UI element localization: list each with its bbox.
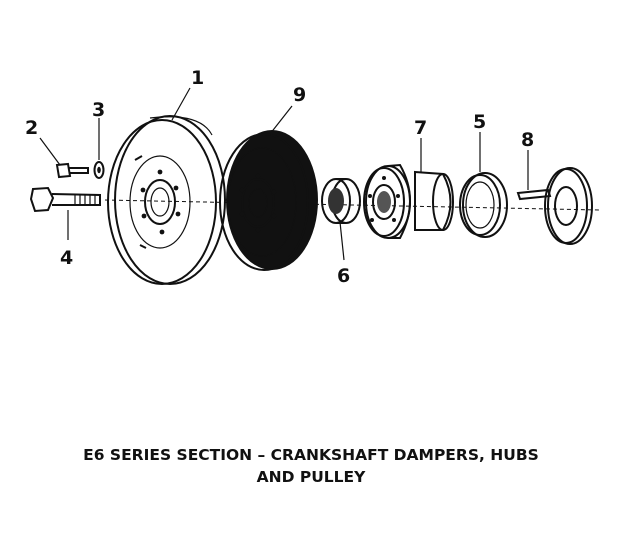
part-3-washer: [93, 161, 105, 179]
callout-5: 5: [473, 111, 486, 133]
callout-3: 3: [92, 99, 105, 121]
callout-2: 2: [25, 117, 38, 139]
caption-line-2: AND PULLEY: [256, 468, 366, 486]
part-2-bolt: [55, 162, 89, 179]
callout-6: 6: [337, 265, 350, 287]
center-axis: [104, 199, 601, 211]
callout-7: 7: [414, 117, 427, 139]
callout-4: 4: [60, 247, 73, 269]
part-9-pulley: [219, 130, 318, 271]
part-1-damper: [107, 115, 226, 285]
part-8-key: [516, 188, 552, 201]
callout-9: 9: [293, 84, 306, 106]
part-4-bolt: [29, 186, 101, 213]
caption-line-1: E6 SERIES SECTION – CRANKSHAFT DAMPERS, …: [83, 446, 539, 464]
leader-lines: [39, 87, 529, 261]
figure-caption: E6 SERIES SECTION – CRANKSHAFT DAMPERS, …: [0, 444, 622, 488]
callout-1: 1: [191, 67, 204, 89]
part-5-ring: [459, 172, 508, 238]
callout-8: 8: [521, 129, 534, 151]
part-7-hub: [363, 163, 454, 239]
part-washer-right: [544, 167, 593, 245]
part-6-sleeve: [321, 178, 361, 224]
